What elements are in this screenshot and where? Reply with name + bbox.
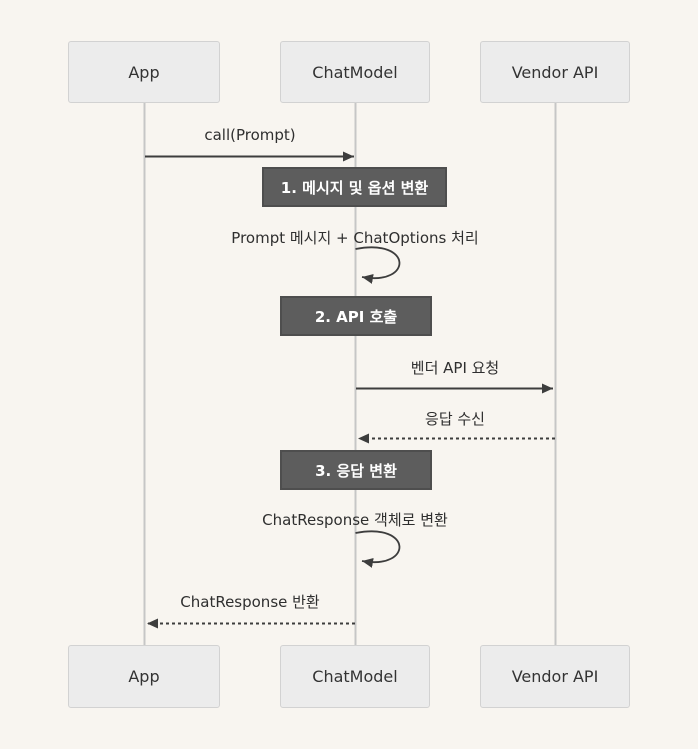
message-label-call-prompt: call(Prompt) (204, 126, 296, 144)
message-label-prompt-processing: Prompt 메시지 + ChatOptions 처리 (231, 229, 479, 247)
actor-app-top: App (68, 41, 220, 103)
actor-vendor-api-bottom: Vendor API (480, 645, 630, 708)
self-loop-chatresponse-convert (355, 530, 401, 568)
actor-app-bottom: App (68, 645, 220, 708)
actor-chatmodel-bottom: ChatModel (280, 645, 430, 708)
message-label-vendor-api-request: 벤더 API 요청 (410, 359, 500, 377)
message-label-response-receive: 응답 수신 (425, 410, 485, 428)
note-response-convert: 3. 응답 변환 (280, 450, 432, 490)
actor-chatmodel-top: ChatModel (280, 41, 430, 103)
actor-vendor-api-top: Vendor API (480, 41, 630, 103)
self-loop-prompt-processing (355, 246, 401, 284)
message-label-chatresponse-return: ChatResponse 반환 (180, 593, 320, 611)
note-api-call: 2. API 호출 (280, 296, 432, 336)
message-label-chatresponse-convert: ChatResponse 객체로 변환 (262, 511, 448, 529)
note-message-option-convert: 1. 메시지 및 옵션 변환 (262, 167, 447, 207)
